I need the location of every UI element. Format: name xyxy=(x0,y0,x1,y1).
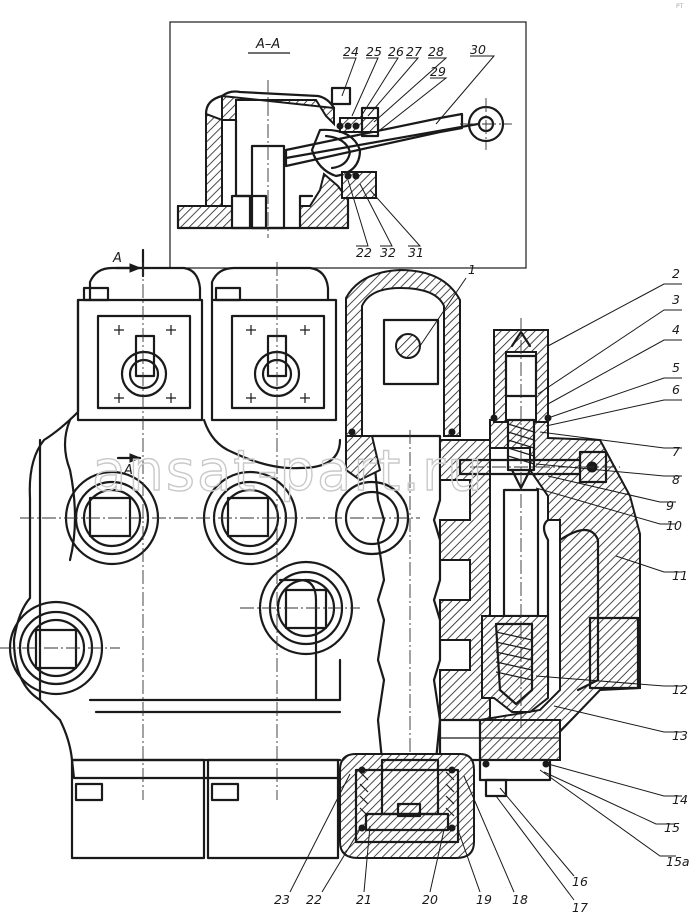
label-25: 25 xyxy=(366,44,382,59)
label-6: 6 xyxy=(672,382,680,397)
label-27: 27 xyxy=(406,44,422,59)
label-30: 30 xyxy=(470,42,486,57)
spool-cap xyxy=(345,268,461,437)
section-marker-low: A xyxy=(123,463,133,478)
label-28: 28 xyxy=(428,44,444,59)
label-10: 10 xyxy=(666,518,682,533)
label-15: 15 xyxy=(664,820,680,835)
section-marker-top: A xyxy=(112,251,122,266)
watermark: ansat-part.ru xyxy=(92,439,485,504)
label-15a: 15а xyxy=(666,854,690,869)
inset-lever xyxy=(284,112,464,168)
label-4: 4 xyxy=(672,322,680,337)
label-32: 32 xyxy=(380,245,396,260)
label-5: 5 xyxy=(672,360,680,375)
section-label: A–A xyxy=(255,37,280,52)
bottom-callouts: 23 22 21 20 19 18 16 17 xyxy=(274,773,588,915)
bottom-cover-left xyxy=(70,758,206,860)
valve-body: A A xyxy=(0,248,420,860)
section-right xyxy=(345,268,641,800)
inset-frame xyxy=(169,21,527,269)
label-29: 29 xyxy=(430,64,446,79)
label-19: 19 xyxy=(476,892,492,907)
inset-labels: 24 25 26 27 28 29 30 22 32 31 xyxy=(341,42,496,260)
label-14: 14 xyxy=(672,792,688,807)
label-12: 12 xyxy=(672,682,688,697)
label-18: 18 xyxy=(512,892,528,907)
label-22-inset: 22 xyxy=(356,245,372,260)
inset-housing xyxy=(221,94,335,127)
label-11: 11 xyxy=(672,568,688,583)
bottom-cover-right xyxy=(206,758,340,860)
label-1: 1 xyxy=(468,262,476,277)
label-21: 21 xyxy=(356,892,372,907)
label-23: 23 xyxy=(274,892,290,907)
top-cover-right xyxy=(210,266,330,302)
label-24: 24 xyxy=(343,44,359,59)
label-22: 22 xyxy=(306,892,322,907)
label-2: 2 xyxy=(672,266,680,281)
label-31: 31 xyxy=(408,245,424,260)
label-8: 8 xyxy=(672,472,680,487)
spring-cup xyxy=(339,753,475,859)
label-13: 13 xyxy=(672,728,688,743)
label-20: 20 xyxy=(422,892,438,907)
label-3: 3 xyxy=(672,292,680,307)
top-cover-left xyxy=(88,266,202,302)
label-16: 16 xyxy=(572,874,588,889)
body-outline xyxy=(12,298,342,762)
section-inset: A–A xyxy=(169,21,527,269)
label-26: 26 xyxy=(388,44,404,59)
label-9: 9 xyxy=(666,498,674,513)
corner-mark: PT xyxy=(676,3,684,10)
label-7: 7 xyxy=(672,444,680,459)
right-callouts: 1 2 3 4 5 6 7 8 9 10 11 12 13 14 15 15а xyxy=(419,262,690,869)
label-17: 17 xyxy=(572,900,588,915)
